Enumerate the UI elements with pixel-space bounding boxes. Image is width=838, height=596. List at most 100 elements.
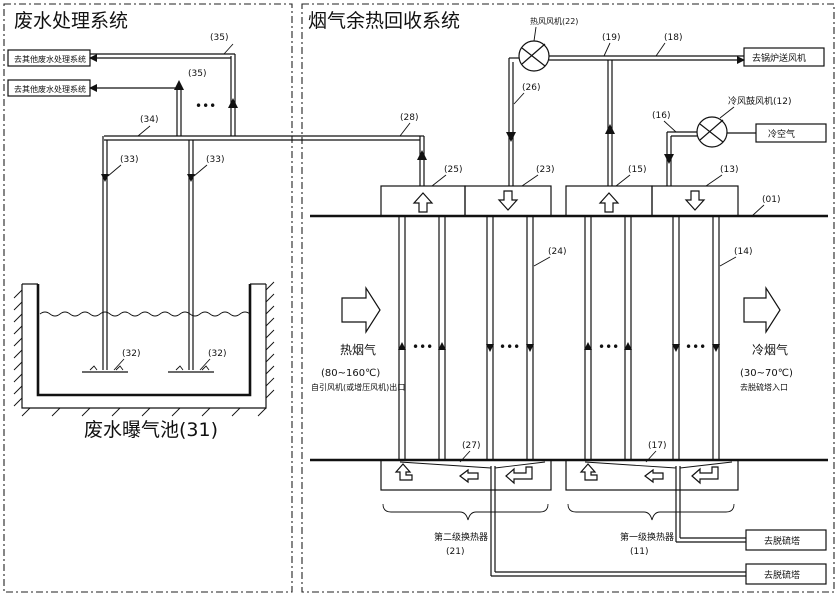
- ellipsis-hx2-a: •••: [412, 340, 433, 354]
- leader-32a: [113, 358, 125, 371]
- stage1-number: (11): [630, 547, 648, 557]
- leader-19: [603, 42, 611, 57]
- boiler-fan-label: 去锅炉送风机: [752, 52, 806, 64]
- leader-17: [645, 450, 657, 463]
- arrowhead-up-35: [174, 80, 184, 90]
- hot-gas-inlet-arrow: [341, 285, 381, 335]
- desulf-box-2-label: 去脱硫塔: [764, 569, 800, 581]
- leader-33b: [193, 164, 208, 177]
- diffuser-right: [168, 365, 214, 373]
- tank-label: 废水曝气池(31): [84, 419, 218, 441]
- hot-gas-temp: (80~160℃): [321, 368, 380, 379]
- label-23: (23): [536, 165, 554, 175]
- label-32b: (32): [208, 349, 226, 359]
- pipe-18-19: [549, 55, 745, 64]
- hot-gas-label: 热烟气: [340, 342, 376, 357]
- pipe-26: [506, 57, 519, 186]
- boiler-fan-box: 去锅炉送风机: [743, 47, 825, 67]
- label-33a: (33): [120, 155, 138, 165]
- desulf-box-2: 去脱硫塔: [745, 563, 827, 585]
- cold-gas-destination: 去脱硫塔入口: [740, 382, 788, 392]
- outlet-box-2: 去其他废水处理系统: [7, 79, 91, 97]
- brace-first-stage: [567, 503, 735, 521]
- label-33b: (33): [206, 155, 224, 165]
- label-32a: (32): [122, 349, 140, 359]
- hot-gas-source: 自引风机(或增压风机)出口: [311, 382, 405, 392]
- label-25: (25): [444, 165, 462, 175]
- label-fan22: 热风风机(22): [530, 16, 578, 26]
- leader-15: [615, 174, 631, 187]
- leader-24: [533, 256, 551, 267]
- pipe-33-right: [187, 140, 195, 370]
- drain-pipe-second-stage: [490, 466, 746, 577]
- drain-pipe-first-stage: [675, 466, 746, 543]
- label-19: (19): [602, 33, 620, 43]
- label-14: (14): [734, 247, 752, 257]
- drain-funnel-17: [584, 461, 733, 469]
- leader-01: [751, 204, 765, 217]
- tube-bundle-second-stage: [398, 216, 534, 460]
- cold-gas-temp: (30~70℃): [740, 368, 793, 379]
- cold-gas-label: 冷烟气: [752, 342, 788, 357]
- desulf-box-1: 去脱硫塔: [745, 529, 827, 551]
- flue-gas-section-title: 烟气余热回收系统: [308, 10, 460, 32]
- hot-air-fan-22: [518, 40, 550, 72]
- label-27: (27): [462, 441, 480, 451]
- desulf-box-1-label: 去脱硫塔: [764, 535, 800, 547]
- wastewater-section-frame: [3, 3, 293, 593]
- aeration-tank: [13, 281, 275, 417]
- label-24: (24): [548, 247, 566, 257]
- pipe-16: [664, 131, 697, 186]
- header-box-13: [651, 185, 739, 217]
- label-28: (28): [400, 113, 418, 123]
- leader-35a: [223, 43, 234, 55]
- leader-25: [431, 174, 447, 187]
- leader-32b: [199, 358, 211, 371]
- pipe-15: [605, 60, 615, 186]
- pipe-34-header: [104, 135, 420, 141]
- wastewater-section-title: 废水处理系统: [14, 10, 128, 32]
- label-15: (15): [628, 165, 646, 175]
- leader-14: [719, 256, 737, 267]
- flue-gas-section-frame: [301, 3, 835, 593]
- outlet-box-2-label: 去其他废水处理系统: [14, 84, 86, 94]
- outlet-box-1-label: 去其他废水处理系统: [14, 54, 86, 64]
- pipe-35: [89, 53, 236, 136]
- cold-air-label: 冷空气: [768, 128, 795, 140]
- ellipsis-outlets: •••: [195, 99, 216, 113]
- label-13: (13): [720, 165, 738, 175]
- bottom-header-first-stage: [565, 459, 739, 491]
- leader-23: [521, 174, 539, 187]
- outlet-box-1: 去其他废水处理系统: [7, 49, 91, 67]
- label-35b: (35): [188, 69, 206, 79]
- ellipsis-hx2-b: •••: [499, 340, 520, 354]
- bottom-header-second-stage: [380, 459, 552, 491]
- label-18: (18): [664, 33, 682, 43]
- label-35a: (35): [210, 33, 228, 43]
- stage2-number: (21): [446, 547, 464, 557]
- leader-28: [399, 122, 411, 137]
- leader-18: [655, 42, 666, 57]
- drain-funnel-27: [399, 461, 546, 469]
- pipe-28: [417, 135, 427, 186]
- cold-air-box: 冷空气: [755, 123, 827, 143]
- leader-16: [663, 120, 677, 133]
- leader-33a: [107, 164, 122, 177]
- arrowhead-up-35b: [228, 98, 238, 108]
- label-17: (17): [648, 441, 666, 451]
- brace-second-stage: [382, 503, 549, 521]
- leader-fan12: [719, 106, 735, 119]
- water-surface: [39, 311, 251, 317]
- ellipsis-hx1-b: •••: [685, 340, 706, 354]
- leader-27: [459, 450, 471, 463]
- leader-fan22: [533, 26, 537, 42]
- label-01: (01): [762, 195, 780, 205]
- stage1-label: 第一级换热器: [620, 531, 674, 543]
- label-16: (16): [652, 111, 670, 121]
- diffuser-left: [82, 365, 128, 373]
- label-34: (34): [140, 115, 158, 125]
- header-box-25: [380, 185, 466, 217]
- leader-26: [513, 92, 525, 105]
- cold-gas-outlet-arrow: [743, 285, 781, 335]
